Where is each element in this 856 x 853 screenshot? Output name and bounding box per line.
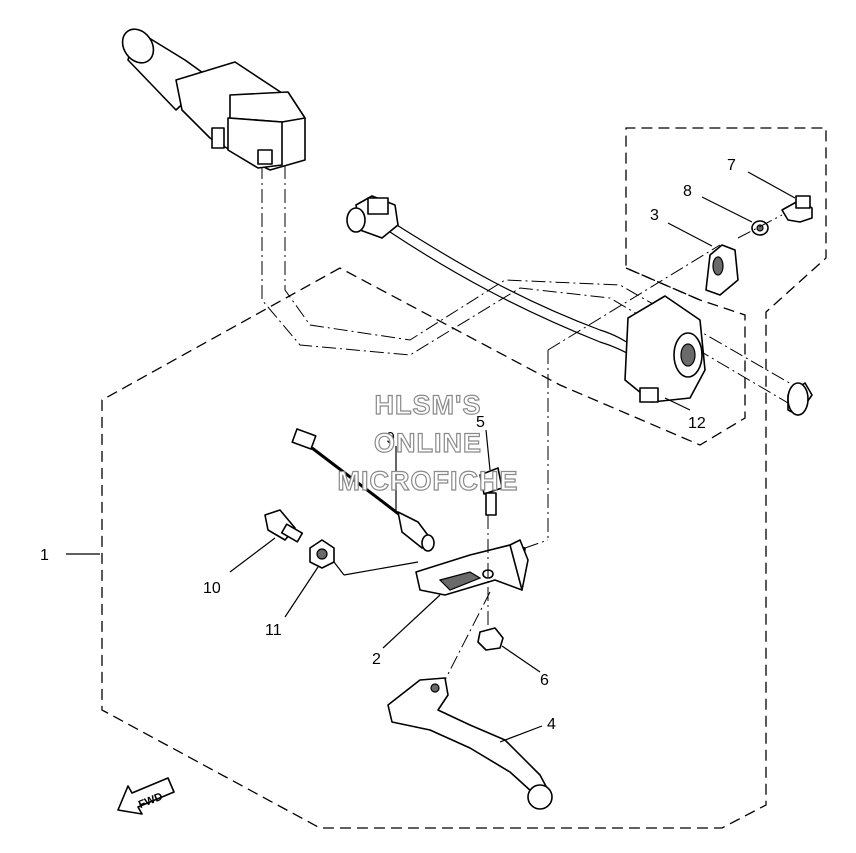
callout-3: 3	[650, 207, 659, 224]
axis-line-2-4	[444, 591, 491, 681]
part-11-nut	[309, 539, 335, 569]
assembly-boundary-main	[101, 127, 827, 829]
callout-12: 12	[688, 415, 706, 432]
leader-10	[229, 537, 276, 573]
callout-9: 9	[386, 430, 395, 447]
callout-5: 5	[476, 414, 485, 431]
washer-hole	[756, 224, 764, 232]
leader-11	[284, 566, 319, 618]
leader-2	[382, 594, 441, 649]
part-6-nut	[477, 627, 504, 651]
handlebar-outline	[261, 165, 801, 411]
leader-4	[499, 725, 543, 743]
right-switch-assembly	[624, 295, 813, 416]
callout-8: 8	[683, 183, 692, 200]
callout-10: 10	[203, 580, 221, 597]
part-7-screw	[781, 195, 813, 223]
watermark-line-3: MICROFICHE	[338, 466, 519, 496]
callout-4: 4	[547, 716, 556, 733]
watermark-line-2: ONLINE	[374, 428, 482, 458]
switch-cable-2	[389, 231, 641, 361]
axis-line-12-3	[547, 244, 721, 351]
part-5-bolt	[479, 467, 503, 516]
part-10-adjuster	[264, 509, 304, 543]
assembly-boundary-inner	[625, 267, 701, 301]
axis-line-11	[333, 561, 345, 576]
axis-line-11-2	[343, 561, 419, 576]
leader-7	[747, 171, 796, 199]
callout-1: 1	[40, 547, 49, 564]
wiring-connector	[346, 195, 399, 239]
callout-2: 2	[372, 651, 381, 668]
part-2-bracket	[415, 539, 529, 596]
leader-6	[501, 645, 541, 673]
leader-5	[485, 429, 491, 471]
axis-line-bracket	[524, 539, 549, 549]
left-grip-assembly	[121, 28, 306, 171]
callout-6: 6	[540, 672, 549, 689]
watermark-line-1: HLSM'S	[375, 390, 482, 420]
leader-8	[701, 196, 753, 223]
handlebar-outline-inner	[284, 165, 806, 393]
callout-11: 11	[265, 622, 282, 639]
leader-12	[664, 397, 691, 411]
leader-3	[667, 222, 713, 247]
axis-line-3-8	[737, 214, 783, 239]
fwd-arrow-icon: FWD	[117, 777, 175, 815]
part-3-clamp	[705, 244, 739, 296]
part-4-lever	[387, 677, 553, 810]
switch-cable	[391, 221, 641, 351]
part-9-cable	[291, 428, 435, 552]
callout-7: 7	[727, 157, 736, 174]
